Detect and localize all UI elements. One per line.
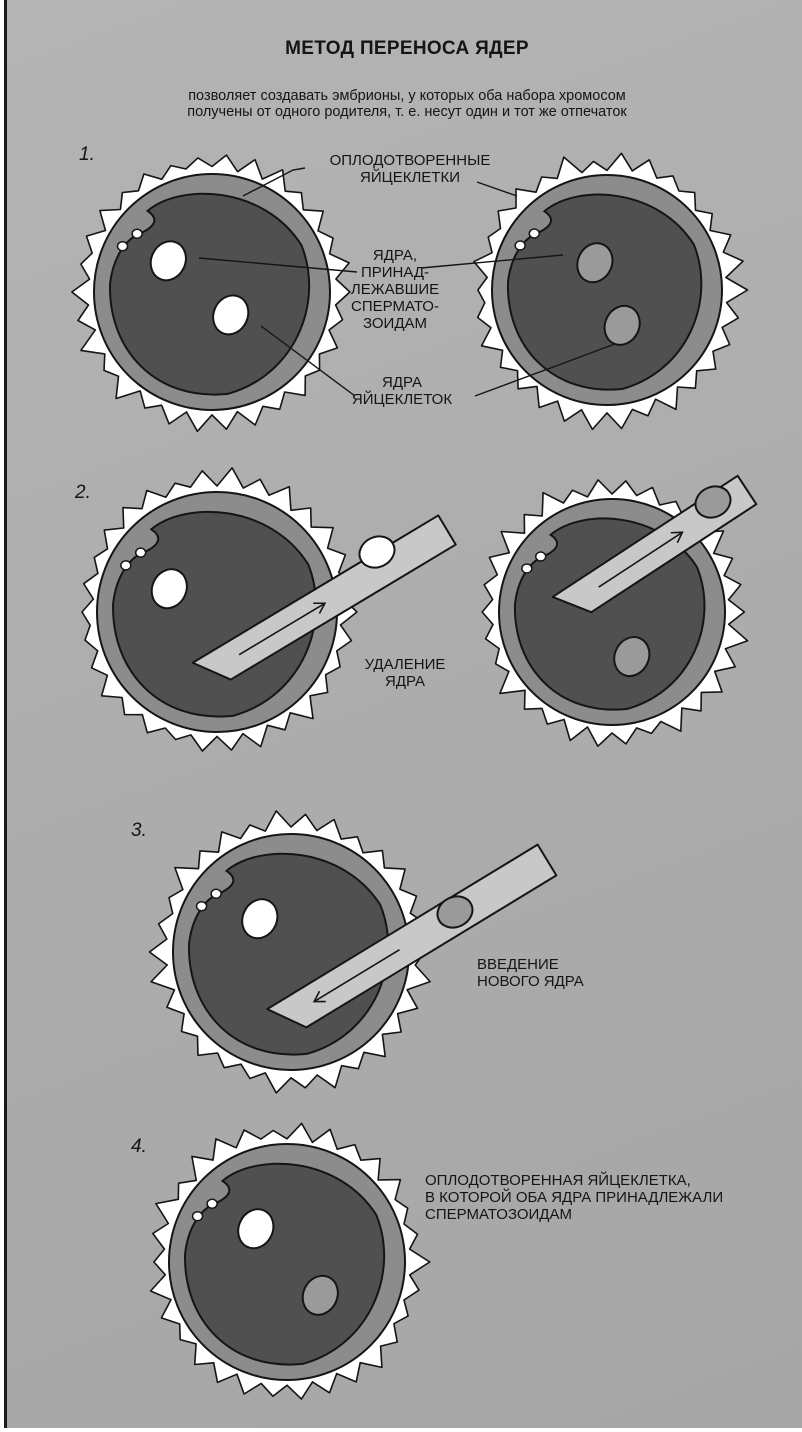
diagram-title: МЕТОД ПЕРЕНОСА ЯДЕР [7,38,802,60]
step-3-number: 3. [131,820,147,842]
label-nucleus-removal: УДАЛЕНИЕ ЯДРА [345,656,465,690]
diagram-subtitle: позволяет создавать эмбрионы, у которых … [67,88,747,120]
label-fertilized-eggs: ОПЛОДОТВОРЕННЫЕ ЯЙЦЕКЛЕТКИ [305,152,515,186]
label-result: ОПЛОДОТВОРЕННАЯ ЯЙЦЕКЛЕТКА, В КОТОРОЙ ОБ… [425,1172,802,1223]
step1-cell-left [72,155,350,431]
step-1-number: 1. [79,144,95,166]
step4-cell [151,1123,430,1399]
label-sperm-nuclei: ЯДРА, ПРИНАД- ЛЕЖАВШИЕ СПЕРМАТО- ЗОИДАМ [325,247,465,332]
label-nucleus-insertion: ВВЕДЕНИЕ НОВОГО ЯДРА [477,956,677,990]
label-egg-nuclei: ЯДРА ЯЙЦЕКЛЕТОК [327,374,477,408]
step-2-number: 2. [75,482,91,504]
diagram-page: МЕТОД ПЕРЕНОСА ЯДЕР позволяет создавать … [4,0,802,1428]
step-4-number: 4. [131,1136,147,1158]
